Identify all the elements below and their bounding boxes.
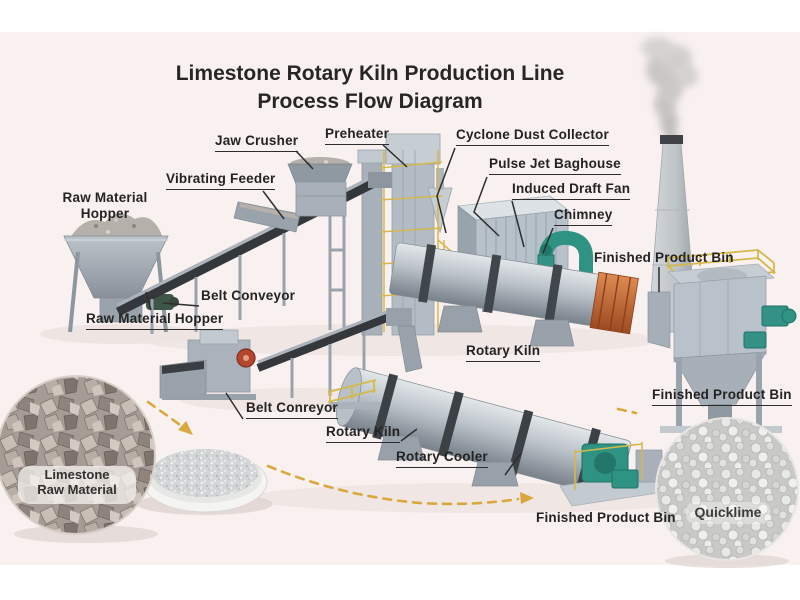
label-chimney: Chimney xyxy=(554,207,613,226)
label-vibrating-feeder: Vibrating Feeder xyxy=(166,171,276,190)
material-plate-graphic xyxy=(137,449,273,515)
smoke-plume xyxy=(641,37,698,151)
label-rotary-kiln-upper: Rotary Kiln xyxy=(466,343,541,362)
title-line1: Limestone Rotary Kiln Production Line xyxy=(175,62,565,85)
cooler-drive-graphic xyxy=(559,442,665,507)
label-finished-product-bin-top: Finished Product Bin xyxy=(594,250,734,265)
label-raw-material-hopper-bottom: Raw Material Hopper xyxy=(86,311,224,330)
limestone-caption-line2: Raw Material xyxy=(37,481,117,497)
jaw-crusher-graphic xyxy=(233,157,353,233)
finished-product-bin-graphic xyxy=(660,249,797,433)
raw-material-hopper-graphic xyxy=(63,213,179,333)
flow-arrows xyxy=(146,400,638,506)
quicklime-inset-graphic xyxy=(655,417,799,568)
leader-lines xyxy=(145,144,660,476)
label-belt-conveyor: Belt Conveyor xyxy=(201,288,296,303)
rotary-kiln-upper-graphic xyxy=(389,242,671,349)
label-raw-material-hopper-top: Raw Material Hopper xyxy=(50,190,160,221)
limestone-caption-line1: Limestone xyxy=(44,467,110,482)
secondary-crusher-graphic xyxy=(159,329,256,400)
limestone-inset-caption: Limestone Raw Material xyxy=(14,467,140,498)
label-rmh-line2: Hopper xyxy=(80,205,130,221)
label-rotary-kiln-lower: Rotary Kiln xyxy=(326,424,401,443)
label-jaw-crusher: Jaw Crusher xyxy=(215,133,299,152)
page-title: Limestone Rotary Kiln Production Line Pr… xyxy=(95,60,645,115)
label-induced-draft-fan: Induced Draft Fan xyxy=(512,181,631,200)
label-belt-conreyor: Belt Conreyor xyxy=(246,400,338,419)
label-finished-product-bin-right: Finished Product Bin xyxy=(652,387,792,406)
label-rmh-line1: Raw Material xyxy=(62,190,148,205)
label-preheater: Preheater xyxy=(325,126,390,145)
label-pulse-jet-baghouse: Pulse Jet Baghouse xyxy=(489,156,621,175)
label-cyclone-dust-collector: Cyclone Dust Collector xyxy=(456,127,609,146)
label-rotary-cooler: Rotary Cooler xyxy=(396,449,488,468)
limestone-inset-graphic xyxy=(0,375,158,543)
flow-arrowheads xyxy=(178,421,534,504)
title-line2: Process Flow Diagram xyxy=(257,89,483,113)
quicklime-inset-caption: Quicklime xyxy=(694,504,762,520)
label-finished-product-bin-bottom: Finished Product Bin xyxy=(536,510,676,525)
